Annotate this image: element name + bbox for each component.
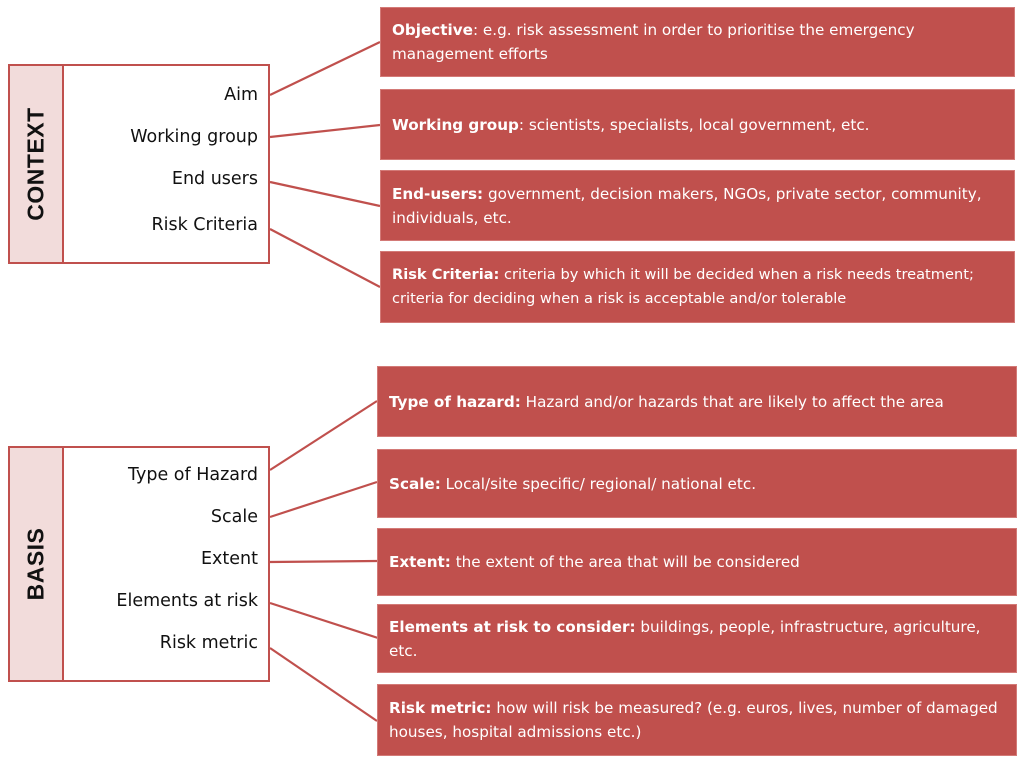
desc-sep: :: [518, 115, 529, 134]
desc-type-of-hazard: Type of hazard: Hazard and/or hazards th…: [377, 366, 1017, 437]
basis-item-extent: Extent: [201, 549, 258, 569]
connector-risk-criteria: [269, 228, 381, 288]
desc-term: End-users:: [392, 184, 484, 203]
desc-text: the extent of the area that will be cons…: [455, 553, 800, 571]
context-label: CONTEXT: [22, 107, 49, 221]
context-item-aim: Aim: [224, 85, 258, 105]
desc-text: Hazard and/or hazards that are likely to…: [525, 392, 944, 411]
context-group: CONTEXT Aim Working group End users Risk…: [8, 64, 270, 264]
desc-text: buildings, people, infrastructure, agric…: [389, 617, 981, 660]
connector-elements-at-risk: [269, 601, 379, 640]
connector-end-users: [269, 180, 381, 208]
desc-objective: Objective: e.g. risk assessment in order…: [380, 7, 1015, 77]
desc-term: Elements at risk to consider:: [389, 617, 636, 636]
desc-end-users: End-users: government, decision makers, …: [380, 170, 1015, 241]
desc-extent: Extent: the extent of the area that will…: [377, 528, 1017, 596]
basis-item-risk-metric: Risk metric: [159, 633, 258, 653]
desc-sep: :: [472, 21, 483, 39]
connector-aim: [269, 41, 381, 96]
connector-type-of-hazard: [269, 400, 378, 471]
connector-risk-metric: [269, 647, 378, 722]
desc-term: Risk metric:: [389, 699, 492, 717]
desc-text: how will risk be measured? (e.g. euros, …: [389, 699, 998, 741]
context-item-risk-criteria: Risk Criteria: [151, 215, 258, 235]
desc-text: e.g. risk assessment in order to priorit…: [392, 21, 915, 63]
desc-term: Working group: [392, 115, 519, 134]
basis-item-type-of-hazard: Type of Hazard: [128, 465, 258, 485]
connector-scale: [269, 480, 378, 519]
desc-text: scientists, specialists, local governmen…: [528, 115, 870, 134]
desc-term: Risk Criteria:: [392, 266, 500, 283]
desc-text: Local/site specific/ regional/ national …: [445, 474, 757, 493]
connector-extent: [269, 559, 378, 564]
basis-item-elements-at-risk: Elements at risk: [116, 591, 258, 611]
desc-term: Scale:: [389, 474, 441, 493]
context-item-end-users: End users: [171, 169, 258, 189]
desc-term: Extent:: [389, 553, 451, 571]
desc-term: Type of hazard:: [389, 392, 521, 411]
desc-scale: Scale: Local/site specific/ regional/ na…: [377, 449, 1017, 518]
desc-text: government, decision makers, NGOs, priva…: [392, 184, 982, 227]
connector-working-group: [269, 123, 381, 139]
basis-item-scale: Scale: [210, 507, 258, 527]
context-item-working-group: Working group: [130, 127, 258, 147]
basis-group: BASIS Type of Hazard Scale Extent Elemen…: [8, 446, 270, 682]
context-label-strip: CONTEXT: [10, 66, 64, 262]
desc-risk-metric: Risk metric: how will risk be measured? …: [377, 684, 1017, 756]
desc-working-group: Working group: scientists, specialists, …: [380, 89, 1015, 160]
basis-label-strip: BASIS: [10, 448, 64, 680]
basis-label: BASIS: [22, 527, 49, 601]
desc-elements-at-risk: Elements at risk to consider: buildings,…: [377, 604, 1017, 673]
desc-term: Objective: [392, 21, 473, 39]
desc-text: criteria by which it will be decided whe…: [392, 266, 974, 307]
desc-risk-criteria: Risk Criteria: criteria by which it will…: [380, 251, 1015, 323]
